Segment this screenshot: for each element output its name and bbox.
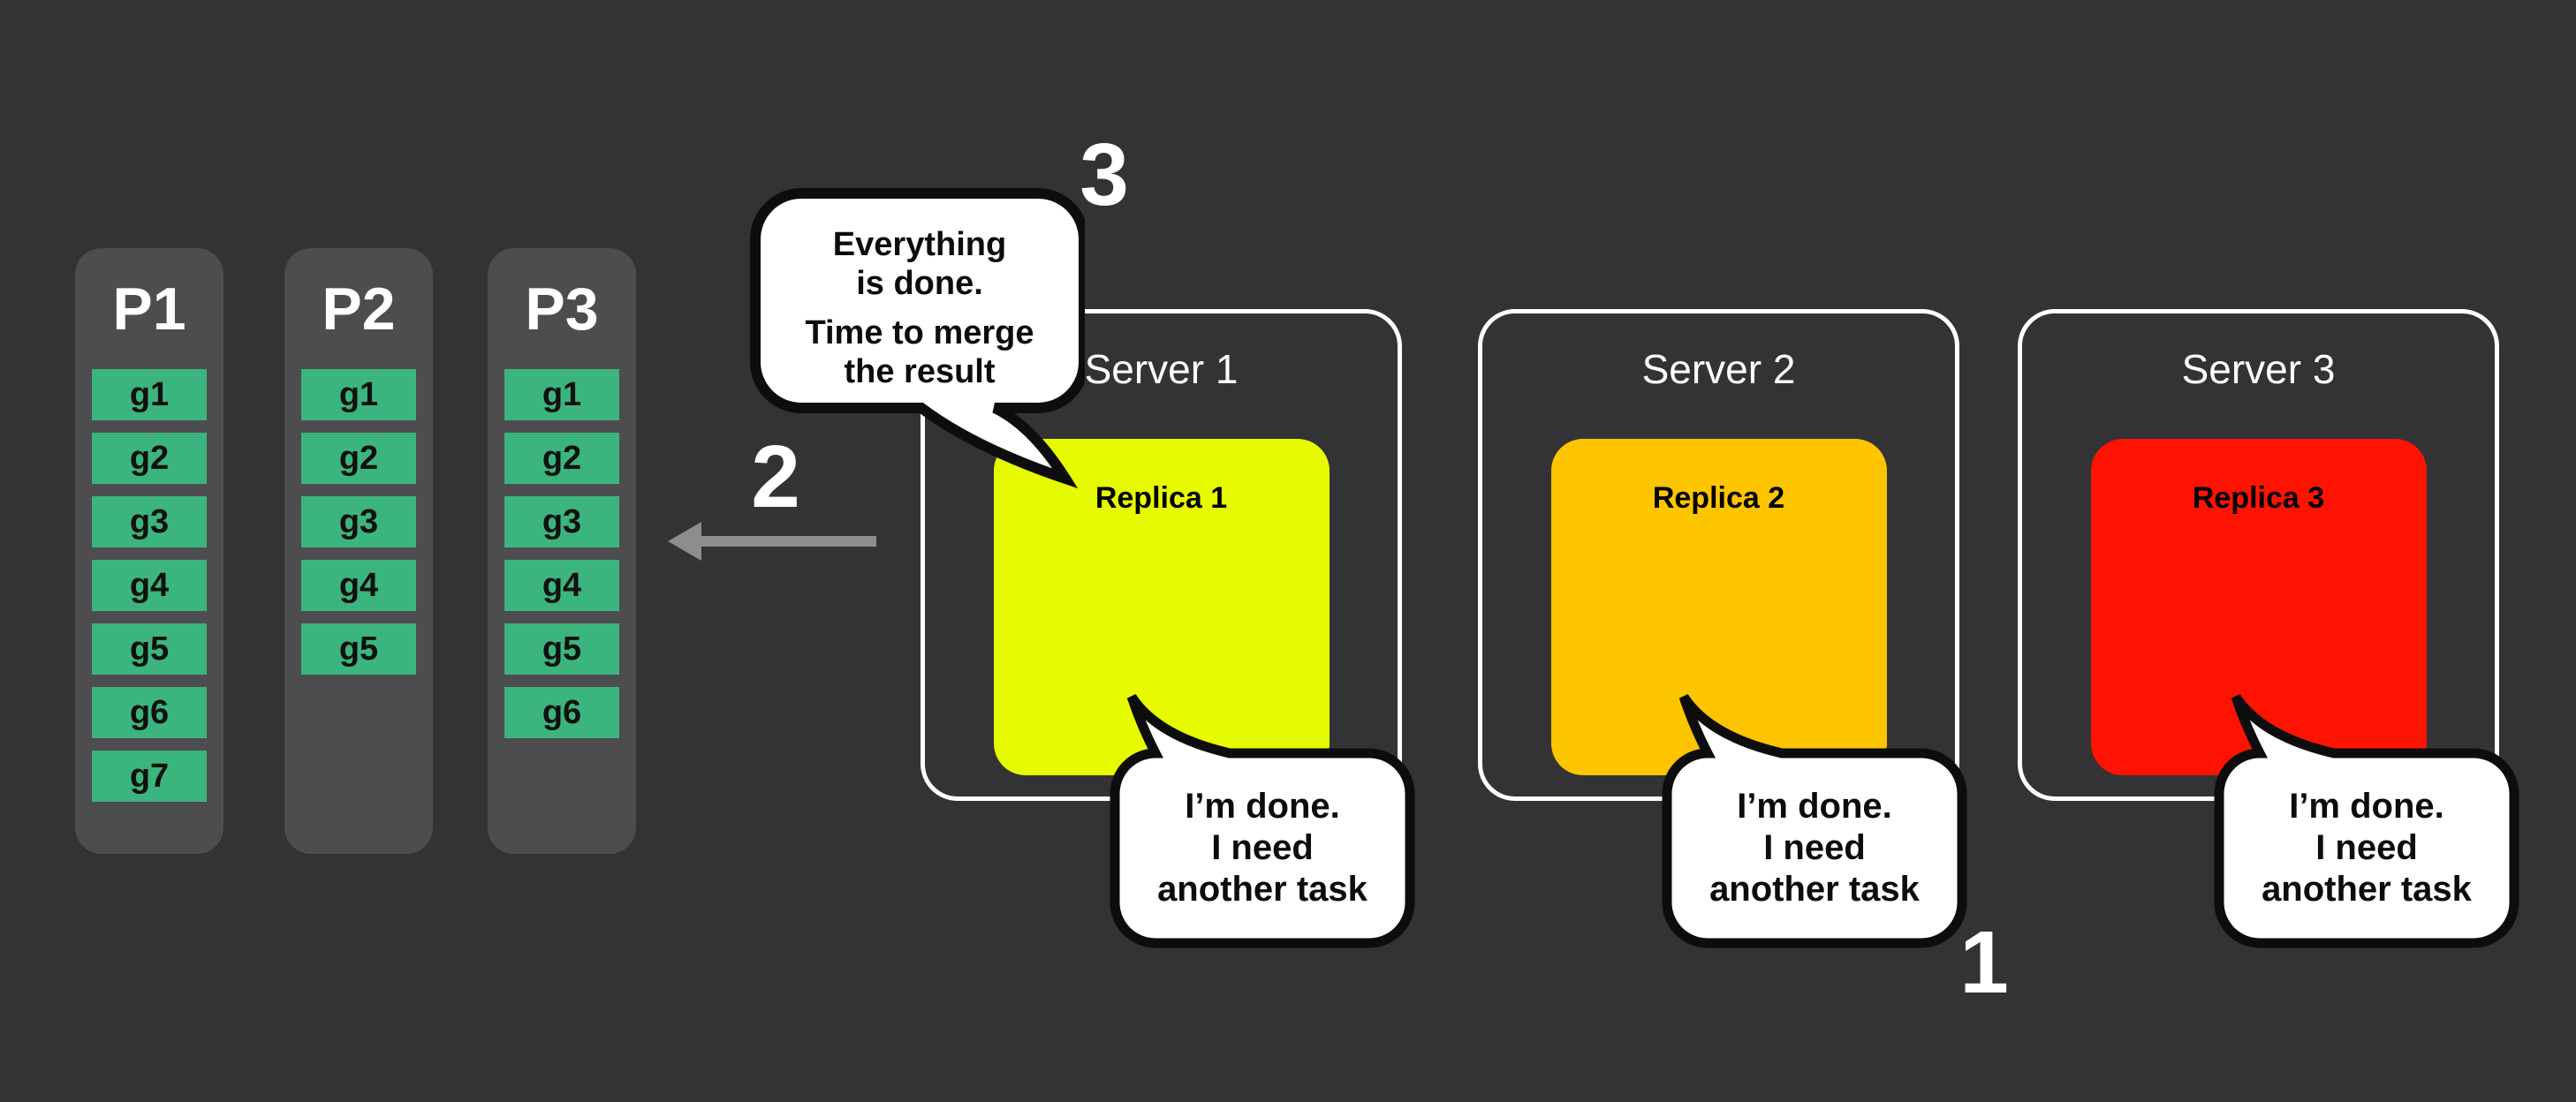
group-box: g1 (504, 369, 619, 420)
group-box: g4 (92, 560, 207, 611)
bubble-outline (1110, 693, 1415, 948)
group-box: g5 (301, 623, 416, 675)
group-box: g2 (504, 433, 619, 484)
group-box: g5 (92, 623, 207, 675)
bubble-outline (1662, 693, 1967, 948)
bubble-line: another task (2262, 870, 2472, 909)
done-speech-bubble-3 (2214, 693, 2519, 948)
group-box: g7 (92, 751, 207, 802)
server-label: Server 2 (1641, 346, 1796, 392)
group-box: g2 (92, 433, 207, 484)
bubble-line: another task (1709, 870, 1920, 909)
arrow-head (668, 522, 701, 561)
partition-label: P1 (112, 275, 186, 343)
step-3-label: 3 (1080, 125, 1129, 224)
done-speech-bubble-1 (1110, 693, 1415, 948)
bubble-outline (2214, 693, 2519, 948)
server-1-box: Server 1 Replica 1 (921, 309, 1402, 801)
step-1-label: 1 (1959, 913, 2009, 1012)
bubble-line: I’m done. (1737, 787, 1892, 826)
group-box: g1 (92, 369, 207, 420)
bubble-line: Time to merge (805, 313, 1034, 351)
bubble-line: another task (1157, 870, 1368, 909)
partition-label: P2 (322, 275, 396, 343)
bubble-text: I’m done. I need another task (1667, 753, 1962, 943)
arrow-shaft (698, 536, 876, 547)
merge-arrow (668, 522, 876, 561)
bubble-text: Everything is done. Time to merge the re… (755, 193, 1084, 408)
done-speech-bubble-2 (1662, 693, 1967, 948)
replica-1: Replica 1 (993, 439, 1330, 775)
group-box: g3 (301, 496, 416, 547)
server-label: Server 1 (1084, 346, 1239, 392)
bubble-line: Everything (832, 225, 1007, 263)
step-2-label: 2 (751, 427, 800, 526)
replica-2: Replica 2 (1550, 439, 1887, 775)
group-box: g5 (504, 623, 619, 675)
group-box: g4 (301, 560, 416, 611)
partition-p1: P1 g1 g2 g3 g4 g5 g6 g7 (75, 248, 224, 854)
bubble-line: I’m done. (2289, 787, 2444, 826)
bubble-line: I need (1763, 828, 1866, 867)
bubble-outline (750, 188, 1085, 489)
group-box: g1 (301, 369, 416, 420)
replica-label: Replica 2 (1652, 481, 1785, 515)
replica-label: Replica 3 (2192, 481, 2325, 515)
partition-label: P3 (525, 275, 599, 343)
merge-speech-bubble (750, 188, 1085, 489)
group-box: g4 (504, 560, 619, 611)
group-box: g6 (504, 687, 619, 738)
partition-p2: P2 g1 g2 g3 g4 g5 (284, 248, 433, 854)
bubble-line: I need (2315, 828, 2418, 867)
group-box: g2 (301, 433, 416, 484)
group-box: g3 (92, 496, 207, 547)
group-box: g6 (92, 687, 207, 738)
partition-p3: P3 g1 g2 g3 g4 g5 g6 (488, 248, 636, 854)
server-label: Server 3 (2181, 346, 2336, 392)
bubble-line: the result (844, 352, 996, 390)
group-box: g3 (504, 496, 619, 547)
bubble-text: I’m done. I need another task (2219, 753, 2514, 943)
bubble-line: I need (1211, 828, 1314, 867)
bubble-text: I’m done. I need another task (1115, 753, 1410, 943)
bubble-line: I’m done. (1185, 787, 1340, 826)
replica-label: Replica 1 (1095, 481, 1228, 515)
bubble-line: is done. (856, 264, 983, 302)
